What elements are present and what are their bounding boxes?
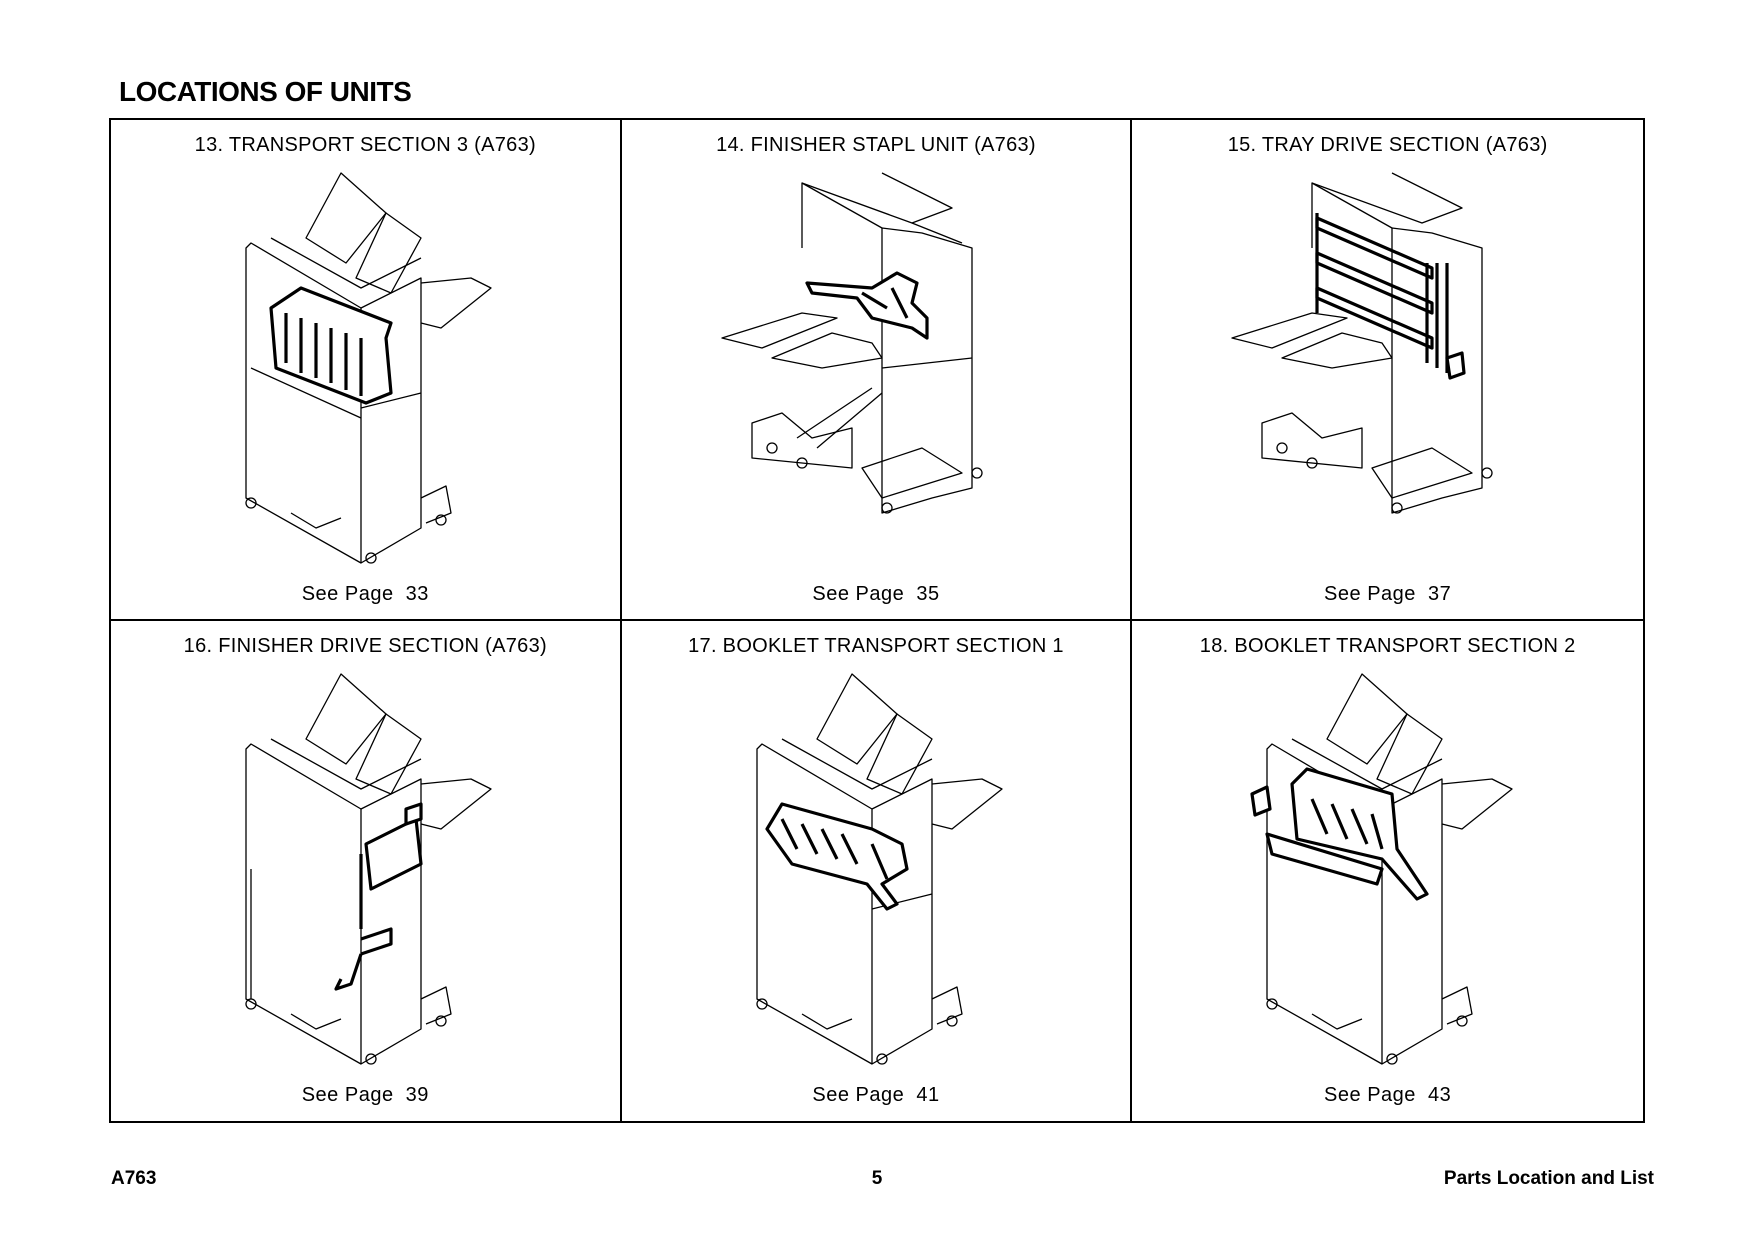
finisher-drive-section-illustration (211, 669, 531, 1069)
unit-cell-13: 13. TRANSPORT SECTION 3 (A763) See Page … (111, 120, 622, 621)
units-grid: 13. TRANSPORT SECTION 3 (A763) See Page … (109, 118, 1645, 1123)
unit-cell-16: 16. FINISHER DRIVE SECTION (A763) See Pa… (111, 620, 622, 1121)
see-page-ref: See Page 43 (1324, 1083, 1452, 1106)
unit-title: 16. FINISHER DRIVE SECTION (A763) (183, 634, 547, 657)
footer-section: Parts Location and List (1443, 1168, 1654, 1189)
see-page-ref: See Page 39 (301, 1083, 429, 1106)
booklet-transport-section-2-illustration (1232, 669, 1552, 1069)
transport-section-3-illustration (211, 168, 531, 568)
page-title: LOCATIONS OF UNITS (119, 76, 412, 107)
booklet-transport-section-1-illustration (722, 669, 1042, 1069)
see-page-ref: See Page 37 (1324, 583, 1452, 605)
unit-cell-14: 14. FINISHER STAPL UNIT (A763) See Page … (621, 120, 1133, 621)
unit-cell-15: 15. TRAY DRIVE SECTION (A763) See Page 3… (1132, 120, 1643, 621)
footer-page-number: 5 (871, 1168, 883, 1189)
unit-cell-17: 17. BOOKLET TRANSPORT SECTION 1 See Page… (622, 620, 1133, 1121)
see-page-ref: See Page 35 (812, 583, 940, 605)
unit-title: 14. FINISHER STAPL UNIT (A763) (716, 134, 1036, 156)
unit-title: 17. BOOKLET TRANSPORT SECTION 1 (688, 634, 1064, 657)
tray-drive-section-illustration (1231, 168, 1552, 568)
unit-title: 18. BOOKLET TRANSPORT SECTION 2 (1199, 634, 1576, 657)
unit-cell-18: 18. BOOKLET TRANSPORT SECTION 2 See Page… (1132, 621, 1643, 1122)
see-page-ref: See Page 33 (301, 583, 429, 605)
finisher-staple-unit-illustration (721, 168, 1042, 568)
footer-model: A763 (111, 1168, 157, 1189)
unit-title: 13. TRANSPORT SECTION 3 (A763) (194, 134, 536, 156)
unit-title: 15. TRAY DRIVE SECTION (A763) (1227, 134, 1548, 156)
see-page-ref: See Page 41 (812, 1083, 940, 1106)
